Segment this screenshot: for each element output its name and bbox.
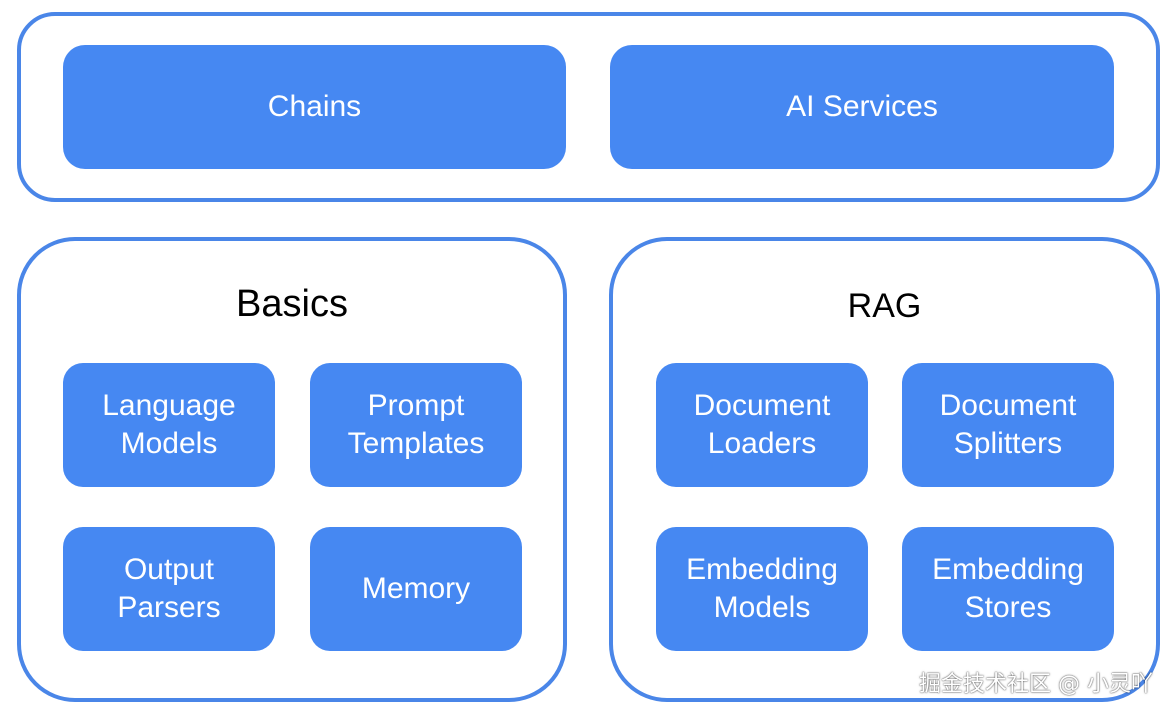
basics-title: Basics <box>236 283 348 325</box>
watermark: 掘金技术社区 @ 小灵吖 <box>919 672 1153 697</box>
rag-title: RAG <box>847 287 922 325</box>
memory-box: Memory <box>310 527 522 651</box>
chains-box: Chains <box>63 45 566 169</box>
document-splitters-box: Document Splitters <box>902 363 1114 487</box>
ai-services-box: AI Services <box>610 45 1114 169</box>
embedding-stores-box: Embedding Stores <box>902 527 1114 651</box>
embedding-models-box: Embedding Models <box>656 527 868 651</box>
prompt-templates-box: Prompt Templates <box>310 363 522 487</box>
output-parsers-box: Output Parsers <box>63 527 275 651</box>
language-models-box: Language Models <box>63 363 275 487</box>
document-loaders-box: Document Loaders <box>656 363 868 487</box>
